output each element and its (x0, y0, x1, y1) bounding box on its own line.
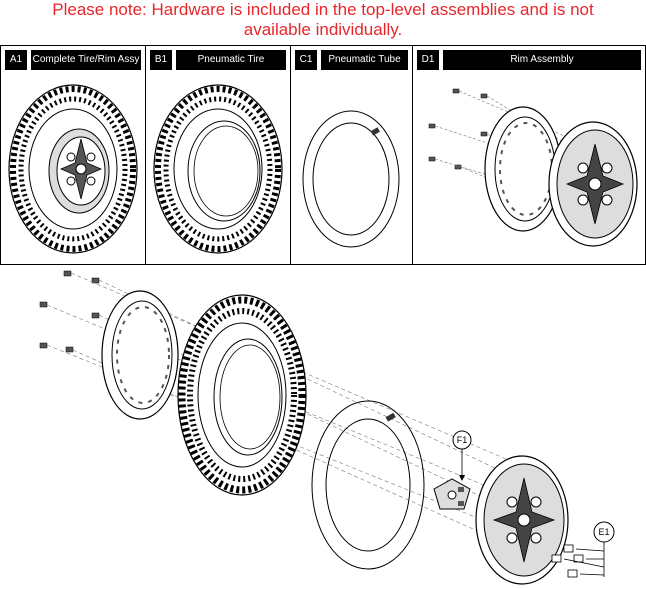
panel-d1[interactable]: D1 Rim Assembly (413, 46, 645, 264)
callout-e1: E1 (563, 521, 615, 577)
notice-line-1: Please note: Hardware is included in the… (52, 0, 594, 19)
panel-code: A1 (5, 50, 27, 70)
callout-e1-label: E1 (598, 527, 609, 537)
panel-b1[interactable]: B1 Pneumatic Tire (146, 46, 291, 264)
panel-code: C1 (295, 50, 317, 70)
tire-part (177, 294, 307, 496)
complete-tire-rim-illustration (8, 84, 138, 254)
screw-group-icon (39, 270, 100, 353)
tube-part (311, 400, 425, 570)
panel-title: Complete Tire/Rim Assy (31, 50, 141, 70)
panel-code: B1 (150, 50, 172, 70)
nut-group (551, 544, 584, 578)
panel-code: D1 (417, 50, 439, 70)
hub-insert-part (433, 478, 471, 510)
inner-rim-half (101, 290, 179, 420)
panel-title: Pneumatic Tire (176, 50, 286, 70)
callout-f1-label: F1 (457, 435, 468, 445)
panel-title: Pneumatic Tube (321, 50, 408, 70)
parts-panel-row: A1 Complete Tire/Rim Assy B1 Pneumatic T… (0, 45, 646, 265)
rim-assembly-illustration (428, 88, 638, 247)
pneumatic-tire-illustration (153, 84, 283, 254)
pneumatic-tube-illustration (302, 110, 400, 248)
outer-rim-part (475, 455, 569, 585)
notice-line-2: available individually. (243, 20, 403, 39)
callout-f1: F1 (452, 430, 472, 481)
exploded-wheel-diagram: F1 E1 (39, 270, 615, 585)
panel-c1[interactable]: C1 Pneumatic Tube (291, 46, 413, 264)
panel-a1[interactable]: A1 Complete Tire/Rim Assy (1, 46, 146, 264)
panel-title: Rim Assembly (443, 50, 641, 70)
